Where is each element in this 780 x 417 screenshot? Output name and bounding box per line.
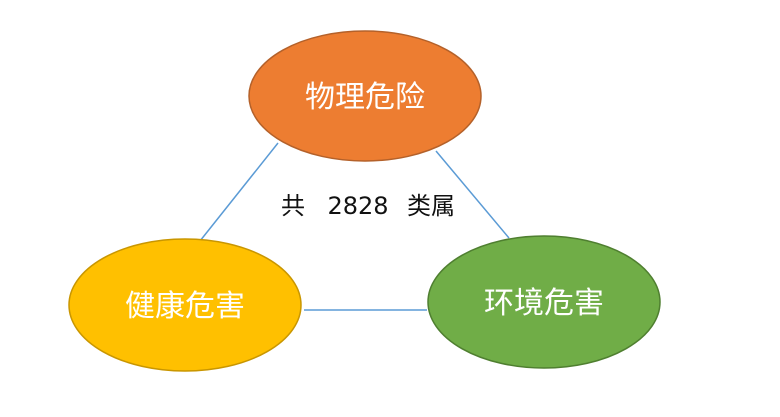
node-health-label: 健康危害 — [125, 289, 245, 324]
center-caption: 共 2828 类属 — [281, 192, 455, 220]
node-health-hazard: 健康危害 — [68, 238, 302, 372]
center-prefix: 共 — [281, 192, 305, 220]
connector-physical-environment — [435, 150, 510, 239]
connector-physical-health — [195, 142, 279, 247]
node-environment-hazard: 环境危害 — [427, 235, 661, 369]
center-suffix: 类属 — [407, 192, 455, 220]
node-health-shape — [68, 238, 302, 372]
node-environment-shape — [427, 235, 661, 369]
node-physical-hazard: 物理危险 — [248, 30, 482, 162]
node-physical-shape — [248, 30, 482, 162]
center-count: 2828 — [327, 192, 388, 220]
node-environment-label: 环境危害 — [484, 286, 604, 321]
node-physical-label: 物理危险 — [305, 80, 425, 115]
